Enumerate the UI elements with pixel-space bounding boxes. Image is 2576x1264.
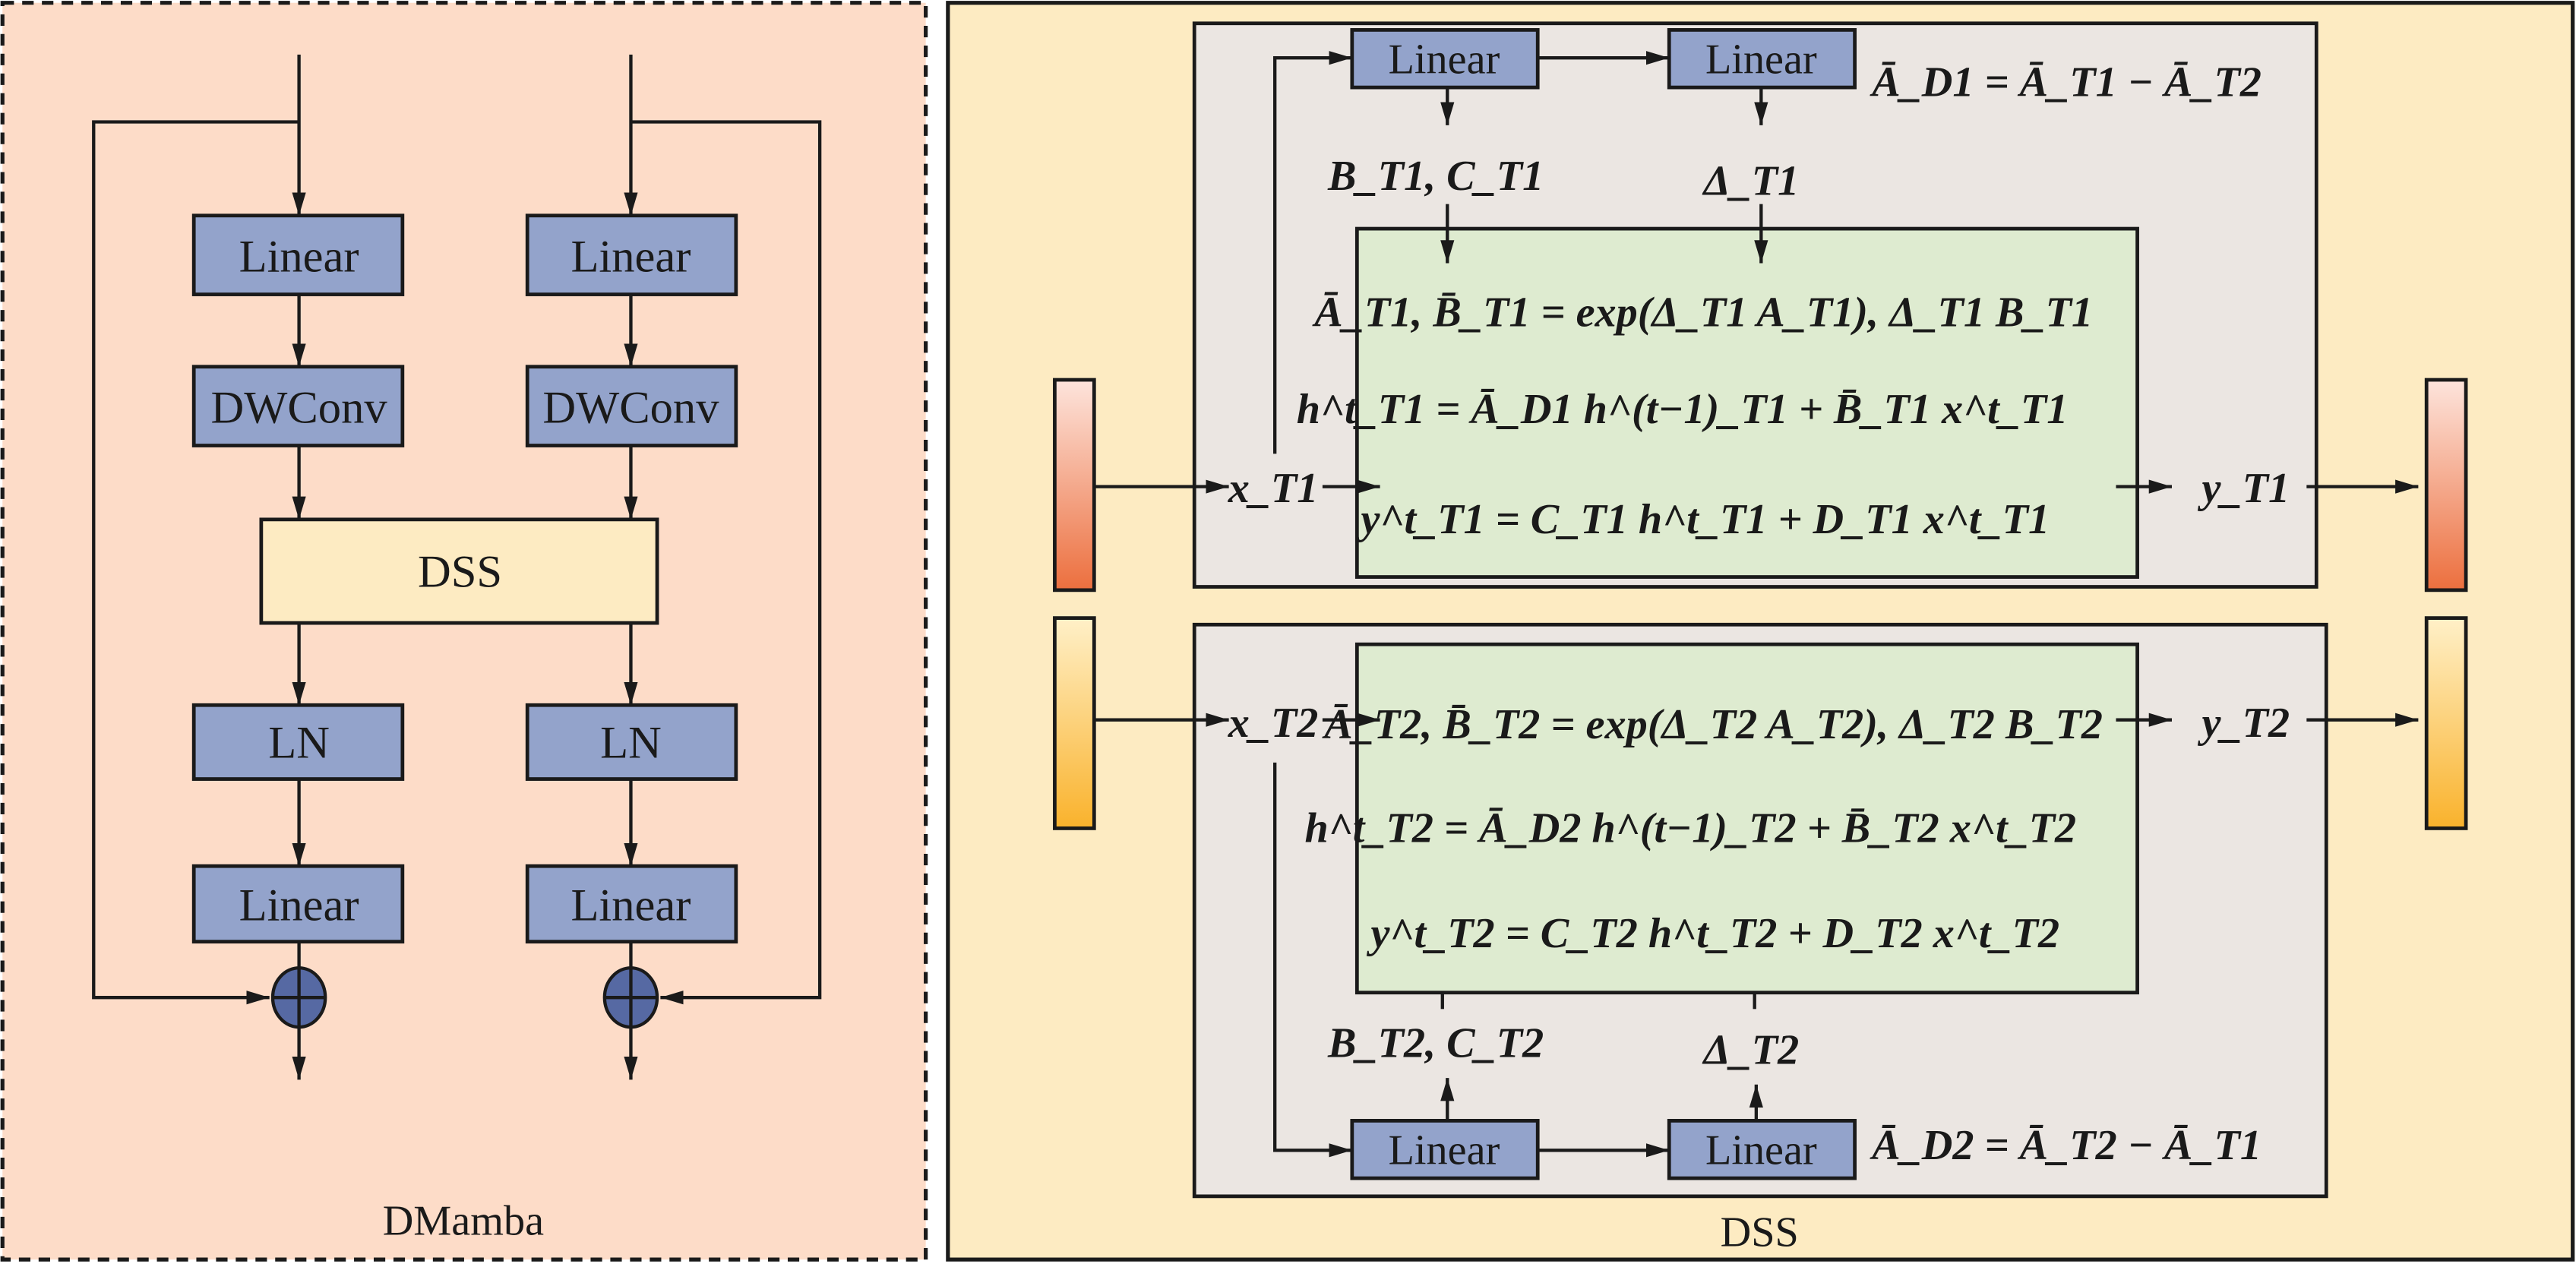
- t2-eq-state: h^t_T2 = Ā_D2 h^(t−1)_T2 + B̄_T2 x^t_T2: [1305, 804, 2077, 852]
- right-ln-label: LN: [600, 717, 662, 768]
- t2-x-label: x_T2: [1228, 700, 1319, 747]
- right-add-icon: [602, 966, 659, 1029]
- right-dwconv-block: [525, 365, 738, 447]
- t2-eq-discretize: Ā_T2, B̄_T2 = exp(Δ_T2 A_T2), Δ_T2 B_T2: [1322, 701, 2103, 748]
- left-ln-label: LN: [268, 717, 330, 768]
- arrow: [1273, 762, 1352, 1158]
- dmamba-panel-border: [0, 1, 928, 1262]
- dmamba-caption: DMamba: [383, 1197, 544, 1244]
- t2-output-token: [2424, 616, 2468, 830]
- t1-equation-box: [1354, 226, 2139, 579]
- t2-bc-label: B_T2, C_T2: [1327, 1020, 1544, 1067]
- t2-linear-bc-label: Linear: [1389, 1127, 1500, 1174]
- dss-block: [259, 517, 659, 625]
- right-output-linear-label: Linear: [571, 880, 691, 931]
- left-linear-label: Linear: [239, 231, 359, 282]
- right-ln-block: [525, 703, 738, 781]
- left-dwconv-label: DWConv: [211, 382, 388, 433]
- arrow: [1273, 51, 1352, 454]
- left-ln-block: [191, 703, 405, 781]
- left-add-icon: [270, 966, 327, 1029]
- t1-linear-bc-block: [1350, 28, 1540, 90]
- t1-x-label: x_T1: [1228, 465, 1319, 512]
- t1-bc-label: B_T1, C_T1: [1327, 153, 1544, 200]
- t2-eq-output: y^t_T2 = C_T2 h^t_T2 + D_T2 x^t_T2: [1366, 910, 2059, 957]
- right-linear-label: Linear: [571, 231, 691, 282]
- t1-y-label: y_T1: [2198, 465, 2290, 512]
- t1-linear-bc-label: Linear: [1389, 36, 1500, 83]
- dmamba-panel: Linear DWConv LN Linear Linear: [0, 1, 928, 1262]
- right-linear-block: [525, 213, 738, 296]
- left-branch: Linear DWConv LN Linear: [191, 213, 405, 1080]
- right-dwconv-label: DWConv: [542, 382, 719, 433]
- left-linear-block: [191, 213, 405, 296]
- right-branch: Linear DWConv LN Linear: [525, 213, 738, 1080]
- t2-y-label: y_T2: [2198, 700, 2290, 747]
- t1-delta-label: Δ_T1: [1702, 157, 1799, 204]
- t1-ad-equation: Ā_D1 = Ā_T1 − Ā_T2: [1870, 59, 2262, 106]
- dss-panel: Linear Linear Ā_D1 = Ā_T1 − Ā_T2 B_T1, C…: [946, 1, 2575, 1262]
- t2-ad-equation: Ā_D2 = Ā_T2 − Ā_T1: [1870, 1122, 2262, 1169]
- left-output-linear-block: [191, 864, 405, 944]
- left-residual-connection: [92, 120, 299, 1005]
- right-residual-connection: [631, 120, 822, 1005]
- t1-linear-delta-label: Linear: [1705, 36, 1817, 83]
- t1-input-token: [1053, 378, 1096, 592]
- t2-delta-label: Δ_T2: [1702, 1026, 1799, 1073]
- left-output-linear-label: Linear: [239, 880, 359, 931]
- t1-output-token: [2424, 378, 2468, 592]
- t1-eq-discretize: Ā_T1, B̄_T1 = exp(Δ_T1 A_T1), Δ_T1 B_T1: [1312, 289, 2093, 336]
- t1-eq-output: y^t_T1 = C_T1 h^t_T1 + D_T1 x^t_T1: [1357, 496, 2050, 543]
- t2-input-token: [1053, 616, 1096, 830]
- t2-equation-box: [1354, 642, 2139, 995]
- dss-block-label: DSS: [418, 547, 502, 598]
- t1-eq-state: h^t_T1 = Ā_D1 h^(t−1)_T1 + B̄_T1 x^t_T1: [1297, 386, 2069, 433]
- dss-caption: DSS: [1721, 1209, 1799, 1256]
- t2-linear-delta-label: Linear: [1705, 1127, 1817, 1174]
